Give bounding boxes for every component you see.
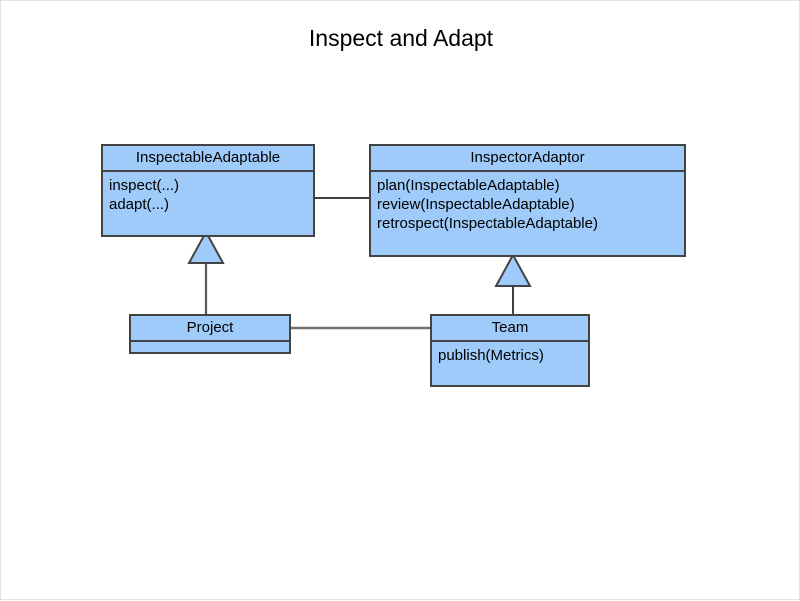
uml-class-members xyxy=(131,342,289,356)
uml-class-inspectoradaptor[interactable]: InspectorAdaptor plan(InspectableAdaptab… xyxy=(369,144,686,257)
uml-member: retrospect(InspectableAdaptable) xyxy=(377,215,598,232)
uml-class-name: Team xyxy=(491,319,529,336)
uml-member: plan(InspectableAdaptable) xyxy=(377,177,560,194)
uml-class-name: Project xyxy=(186,319,234,336)
uml-class-members: inspect(...) adapt(...) xyxy=(103,172,313,235)
generalization-arrow-project-inspectableadaptable xyxy=(187,229,225,264)
page-title: Inspect and Adapt xyxy=(308,25,494,51)
uml-class-members: publish(Metrics) xyxy=(432,342,588,385)
uml-member: publish(Metrics) xyxy=(438,347,544,364)
uml-class-project[interactable]: Project xyxy=(129,314,291,354)
uml-member: review(InspectableAdaptable) xyxy=(377,196,575,213)
uml-member: inspect(...) xyxy=(109,177,180,194)
uml-compartment-divider xyxy=(131,340,289,342)
uml-class-name: InspectableAdaptable xyxy=(135,149,281,166)
uml-compartment-divider xyxy=(371,170,684,172)
uml-compartment-divider xyxy=(103,170,313,172)
uml-member: adapt(...) xyxy=(109,196,170,213)
uml-compartment-divider xyxy=(432,340,588,342)
uml-class-inspectableadaptable[interactable]: InspectableAdaptable inspect(...) adapt(… xyxy=(101,144,315,237)
uml-class-team[interactable]: Team publish(Metrics) xyxy=(430,314,590,387)
generalization-arrow-team-inspectoradaptor xyxy=(494,252,532,287)
uml-class-members: plan(InspectableAdaptable) review(Inspec… xyxy=(371,172,684,255)
uml-class-name: InspectorAdaptor xyxy=(470,149,585,166)
